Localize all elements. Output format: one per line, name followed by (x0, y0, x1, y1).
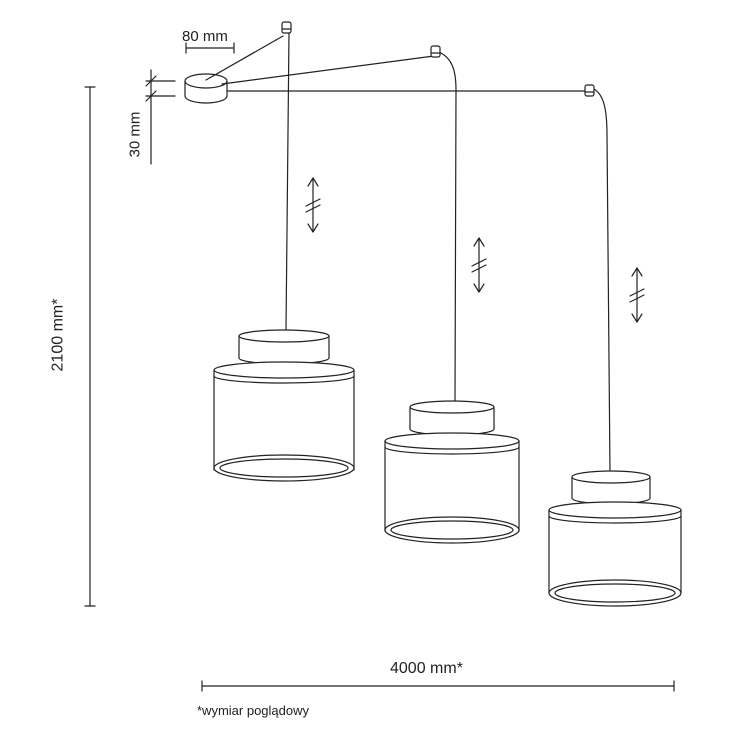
canopy-width-label: 80 mm (182, 28, 228, 45)
adjustable-arrow-1 (305, 177, 321, 233)
dimension-line-canopy-width (185, 42, 235, 54)
total-height-label: 2100 mm* (49, 298, 67, 372)
dimension-line-total-width (201, 680, 675, 692)
footnote: *wymiar poglądowy (197, 703, 309, 718)
ceiling-hook-1 (281, 21, 292, 34)
dimension-line-total-height (84, 86, 96, 607)
total-width-label: 4000 mm* (390, 660, 463, 677)
lamp-shade-1 (213, 329, 355, 482)
lamp-shade-2 (384, 400, 520, 544)
adjustable-arrow-3 (629, 267, 645, 323)
ceiling-hook-3 (584, 84, 595, 97)
canopy-height-label: 30 mm (126, 111, 144, 158)
ceiling-canopy (184, 73, 228, 104)
ceiling-hook-2 (430, 45, 441, 58)
dimension-line-canopy-height (145, 69, 176, 165)
adjustable-arrow-2 (471, 237, 487, 293)
suspension-cables (205, 31, 611, 473)
lamp-shade-3 (548, 470, 682, 607)
